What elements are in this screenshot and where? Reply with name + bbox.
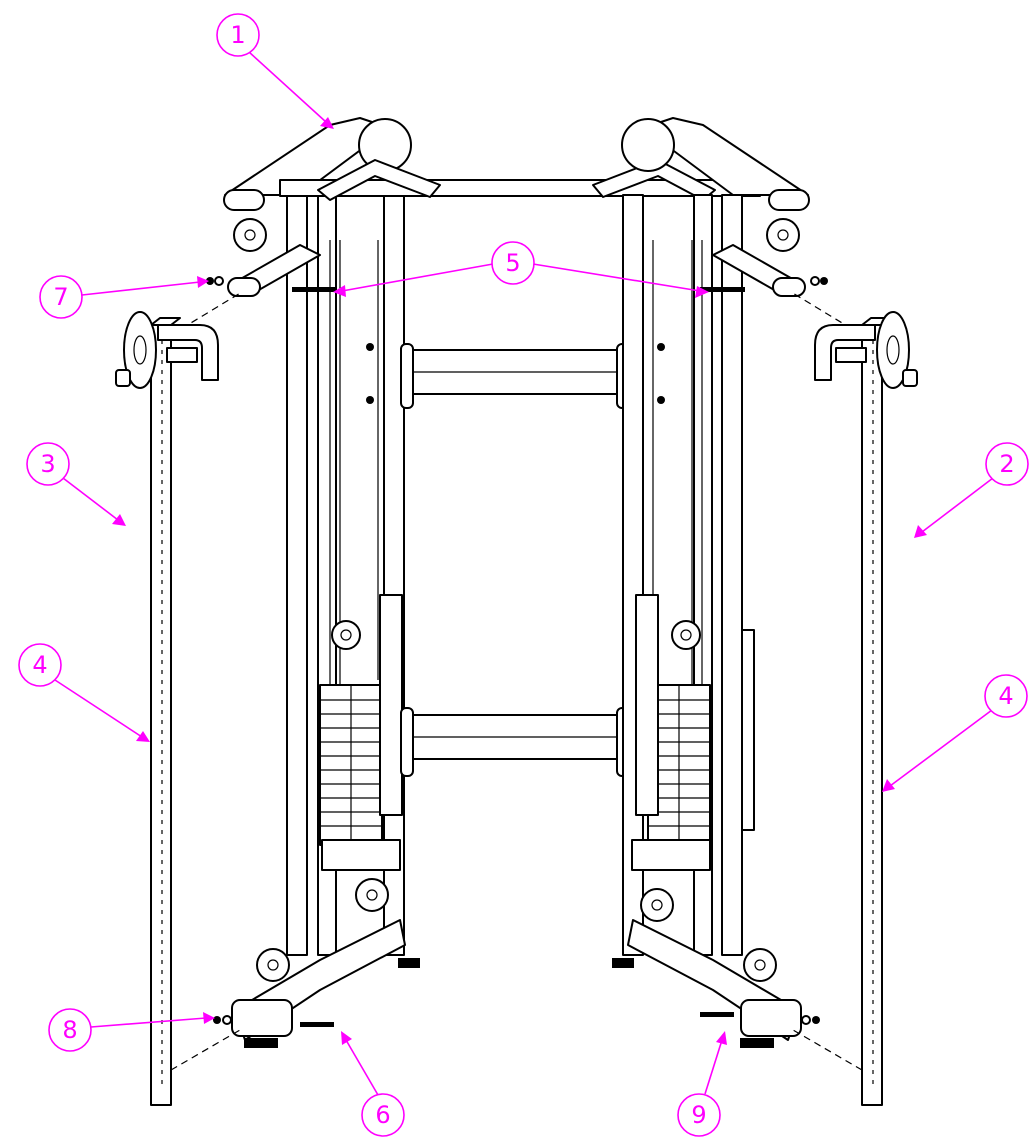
callout-5: 5 bbox=[333, 241, 709, 298]
callout-label: 2 bbox=[999, 450, 1014, 478]
callout-6: 6 bbox=[341, 1031, 405, 1137]
callout-label: 7 bbox=[53, 283, 68, 311]
callout-8: 8 bbox=[48, 1008, 215, 1052]
callout-label: 3 bbox=[40, 450, 55, 478]
callout-7: 7 bbox=[39, 275, 209, 319]
fastener-hardware bbox=[206, 276, 828, 1027]
callout-1: 1 bbox=[216, 13, 334, 129]
callout-label: 8 bbox=[62, 1016, 77, 1044]
right-tower bbox=[612, 117, 810, 1048]
callout-9: 9 bbox=[677, 1031, 727, 1137]
right-track-rail bbox=[790, 291, 892, 1106]
callout-3: 3 bbox=[26, 442, 126, 526]
callout-4-left: 4 bbox=[18, 643, 150, 742]
callout-label: 5 bbox=[505, 249, 520, 277]
left-tower bbox=[223, 117, 420, 1048]
left-track-rail bbox=[150, 291, 243, 1106]
callout-label: 4 bbox=[998, 682, 1013, 710]
callout-label: 9 bbox=[691, 1101, 706, 1129]
left-pulley-carriage bbox=[115, 311, 219, 389]
callout-label: 1 bbox=[230, 21, 245, 49]
callout-4-right: 4 bbox=[882, 674, 1028, 792]
callout-2: 2 bbox=[914, 442, 1029, 538]
callout-label: 6 bbox=[375, 1101, 390, 1129]
right-pulley-carriage bbox=[814, 311, 918, 389]
callout-label: 4 bbox=[32, 651, 47, 679]
